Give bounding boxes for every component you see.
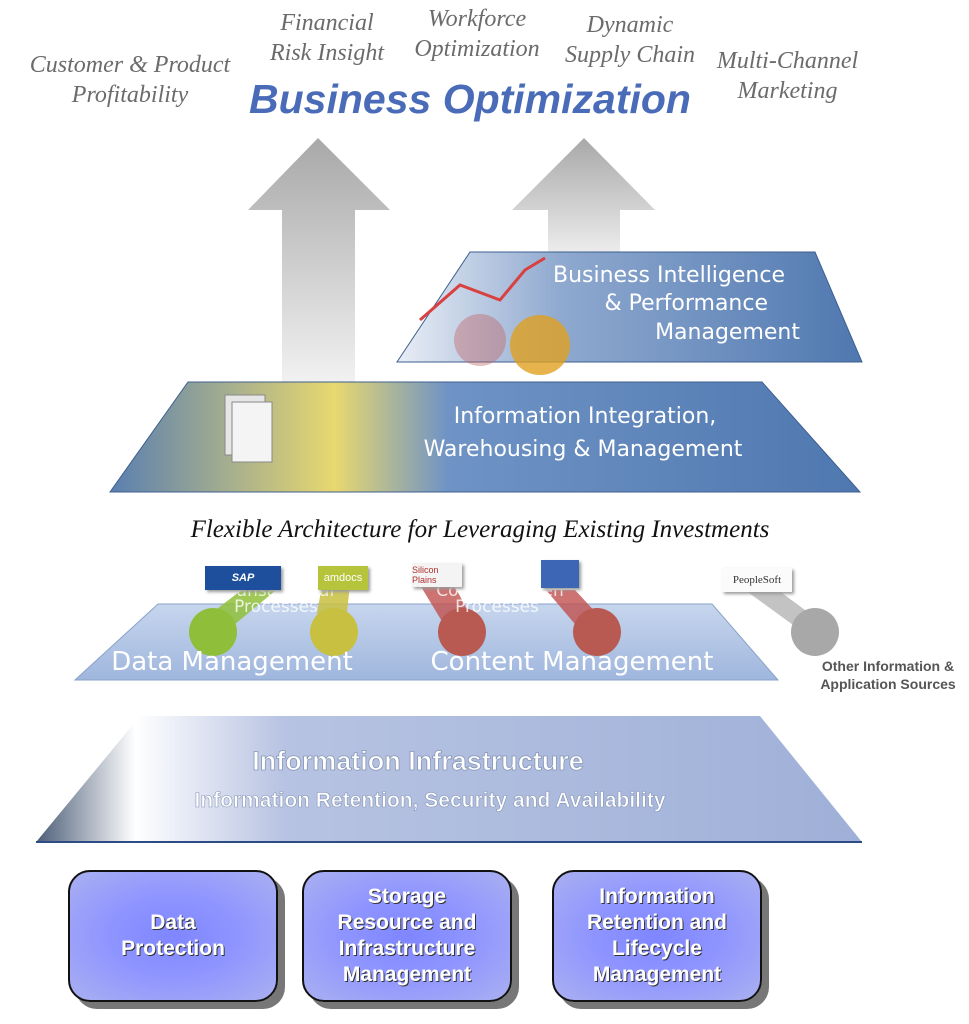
- box-label-line: Protection: [121, 937, 225, 960]
- solution-customer-product: Customer & Product Profitability: [10, 50, 250, 110]
- content-driven-label: Content-driven: [436, 581, 564, 601]
- solution-label-line: Marketing: [737, 78, 838, 104]
- content-repository-icon: [573, 608, 621, 656]
- solution-label-line: Optimization: [414, 36, 540, 62]
- data-management-label: Data Management: [111, 647, 353, 677]
- box-label-line: Lifecycle: [612, 937, 702, 960]
- transactional-label: Processes: [234, 597, 318, 617]
- database-icon: [791, 608, 839, 656]
- arrow-left: [248, 138, 390, 385]
- bi-label-line: Management: [655, 320, 800, 345]
- database-icon: [310, 608, 358, 656]
- integration-layer: Information Integration, Warehousing & M…: [109, 381, 862, 493]
- arrow-right: [512, 138, 655, 262]
- content-repository-icon: [438, 608, 486, 656]
- solution-supply-chain: Dynamic Supply Chain: [545, 10, 715, 70]
- solution-marketing: Multi-Channel Marketing: [700, 46, 875, 106]
- solution-label-line: Dynamic: [586, 12, 674, 38]
- solution-label-line: Multi-Channel: [716, 48, 859, 74]
- peoplesoft-logo: PeopleSoft: [722, 568, 792, 592]
- solution-label-line: Customer & Product: [29, 52, 231, 78]
- architecture-title: Flexible Architecture for Leveraging Exi…: [190, 516, 770, 543]
- integration-label-line: Warehousing & Management: [424, 437, 743, 462]
- other-sources-line: Other Information &: [821, 658, 955, 674]
- solution-label-line: Risk Insight: [270, 40, 384, 66]
- bi-label-line: & Performance: [604, 291, 768, 316]
- infrastructure-title: Information Infrastructure: [252, 746, 584, 776]
- infrastructure-subtitle: Information Retention, Security and Avai…: [194, 789, 665, 812]
- vendor-logo: [541, 560, 579, 588]
- solution-financial-risk: Financial Risk Insight: [252, 8, 402, 68]
- box-label-line: Retention and: [587, 911, 727, 934]
- data-protection-box: Data Protection: [68, 870, 278, 1002]
- other-sources-line: Application Sources: [820, 676, 956, 692]
- bi-layer: Business Intelligence & Performance Mana…: [396, 251, 863, 375]
- business-optimization-title: Business Optimization: [249, 76, 691, 122]
- database-icon: [189, 608, 237, 656]
- content-management-label: Content Management: [431, 647, 714, 677]
- box-label-line: Management: [342, 963, 472, 986]
- box-label-line: Management: [592, 963, 722, 986]
- amdocs-logo: amdocs: [318, 566, 368, 590]
- solution-workforce: Workforce Optimization: [392, 4, 562, 64]
- sap-logo: SAP: [205, 566, 281, 590]
- box-label-line: Infrastructure: [338, 937, 476, 960]
- silicon-plains-logo: Silicon Plains: [412, 563, 462, 587]
- other-sources-label: Other Information & Application Sources: [808, 657, 968, 693]
- solution-label-line: Workforce: [427, 6, 527, 32]
- information-retention-box: Information Retention and Lifecycle Mana…: [552, 870, 762, 1002]
- content-driven-label: Processes: [455, 597, 539, 617]
- box-label-line: Storage: [367, 885, 447, 908]
- solution-label-line: Profitability: [71, 82, 189, 108]
- box-label-line: Information: [599, 885, 715, 908]
- box-label-line: Data: [150, 911, 196, 934]
- box-label-line: Resource and: [337, 911, 477, 934]
- solution-label-line: Supply Chain: [565, 42, 695, 68]
- management-layer: Transactional Processes Content-driven P…: [73, 581, 839, 681]
- bi-label-line: Business Intelligence: [553, 263, 785, 288]
- solution-label-line: Financial: [280, 10, 374, 36]
- infrastructure-layer: Information Infrastructure Information R…: [36, 716, 862, 843]
- storage-resource-box: Storage Resource and Infrastructure Mana…: [302, 870, 512, 1002]
- integration-label-line: Information Integration,: [454, 404, 717, 429]
